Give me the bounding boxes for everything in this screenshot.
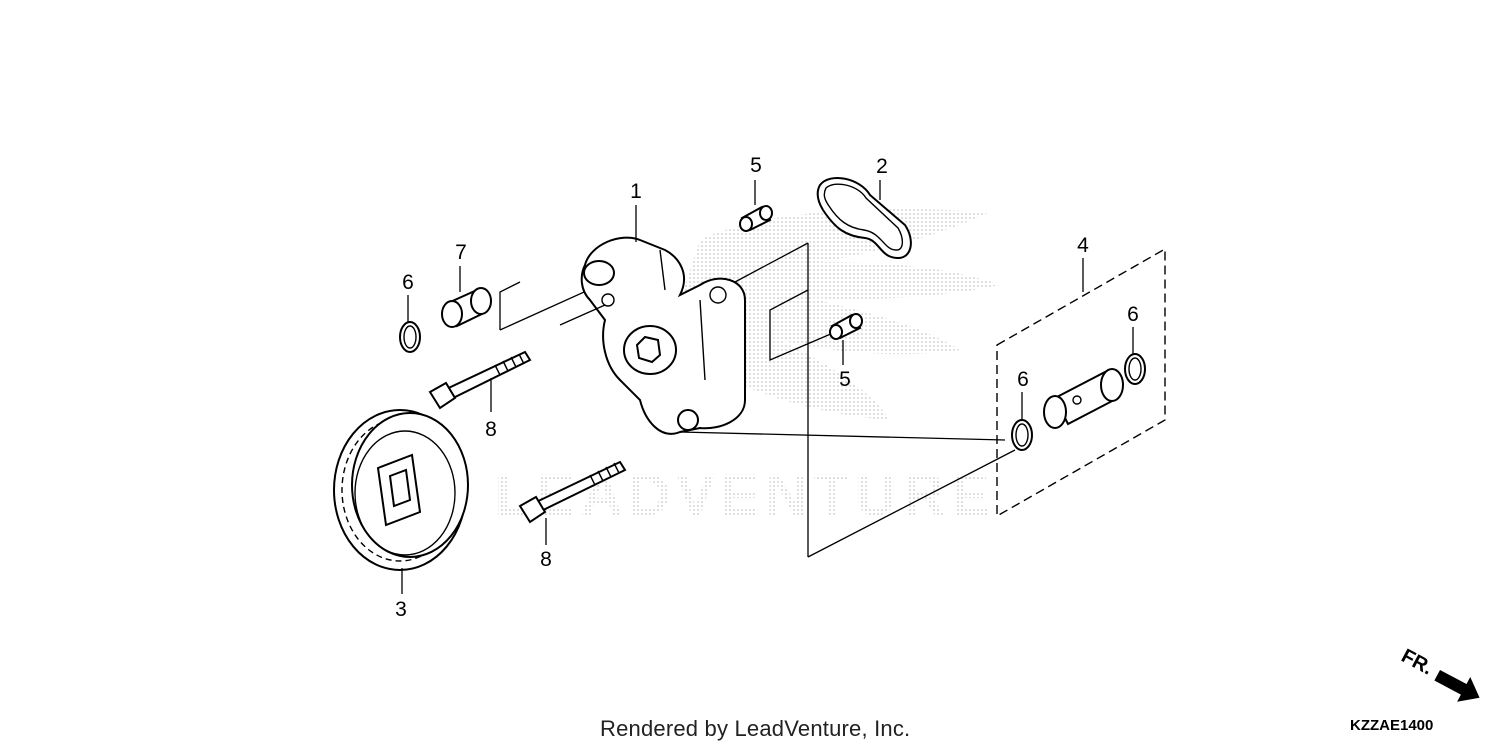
diagram-code: KZZAE1400 [1350,717,1434,734]
shaft [1043,368,1124,429]
callout-8-lower: 8 [540,548,552,571]
o-ring-left [399,321,421,353]
bolt-upper [428,350,532,410]
callout-2: 2 [876,155,888,178]
leader-lines [401,180,1134,594]
footer-rendered-by: Rendered by LeadVenture, Inc. [600,716,911,741]
dowel-pin-upper [739,205,773,232]
o-ring-middle [1011,419,1033,451]
collar [441,287,492,328]
o-ring-right [1124,353,1146,385]
front-direction-arrow: FR. [1398,645,1480,702]
callout-6-left: 6 [402,271,414,294]
callout-3: 3 [395,598,407,621]
callout-6-middle: 6 [1017,368,1029,391]
callout-5-upper: 5 [750,154,762,177]
gear [333,409,469,571]
callout-8-upper: 8 [485,418,497,441]
oil-pump-body [580,236,746,435]
callout-1: 1 [630,180,642,203]
direction-label: FR. [1398,645,1437,680]
bolt-lower [518,460,627,524]
callout-4: 4 [1077,234,1089,257]
callout-5-lower: 5 [839,368,851,391]
gasket [816,177,912,260]
watermark-text: LEADVENTURE [494,463,995,528]
callout-6-right: 6 [1127,303,1139,326]
arrow-icon [1434,669,1480,702]
callout-7: 7 [455,241,467,264]
dowel-pin-lower [829,313,863,340]
watermark-wing-logo: LEADVENTURE [494,209,1000,528]
assembly-4-frame [996,247,1166,518]
